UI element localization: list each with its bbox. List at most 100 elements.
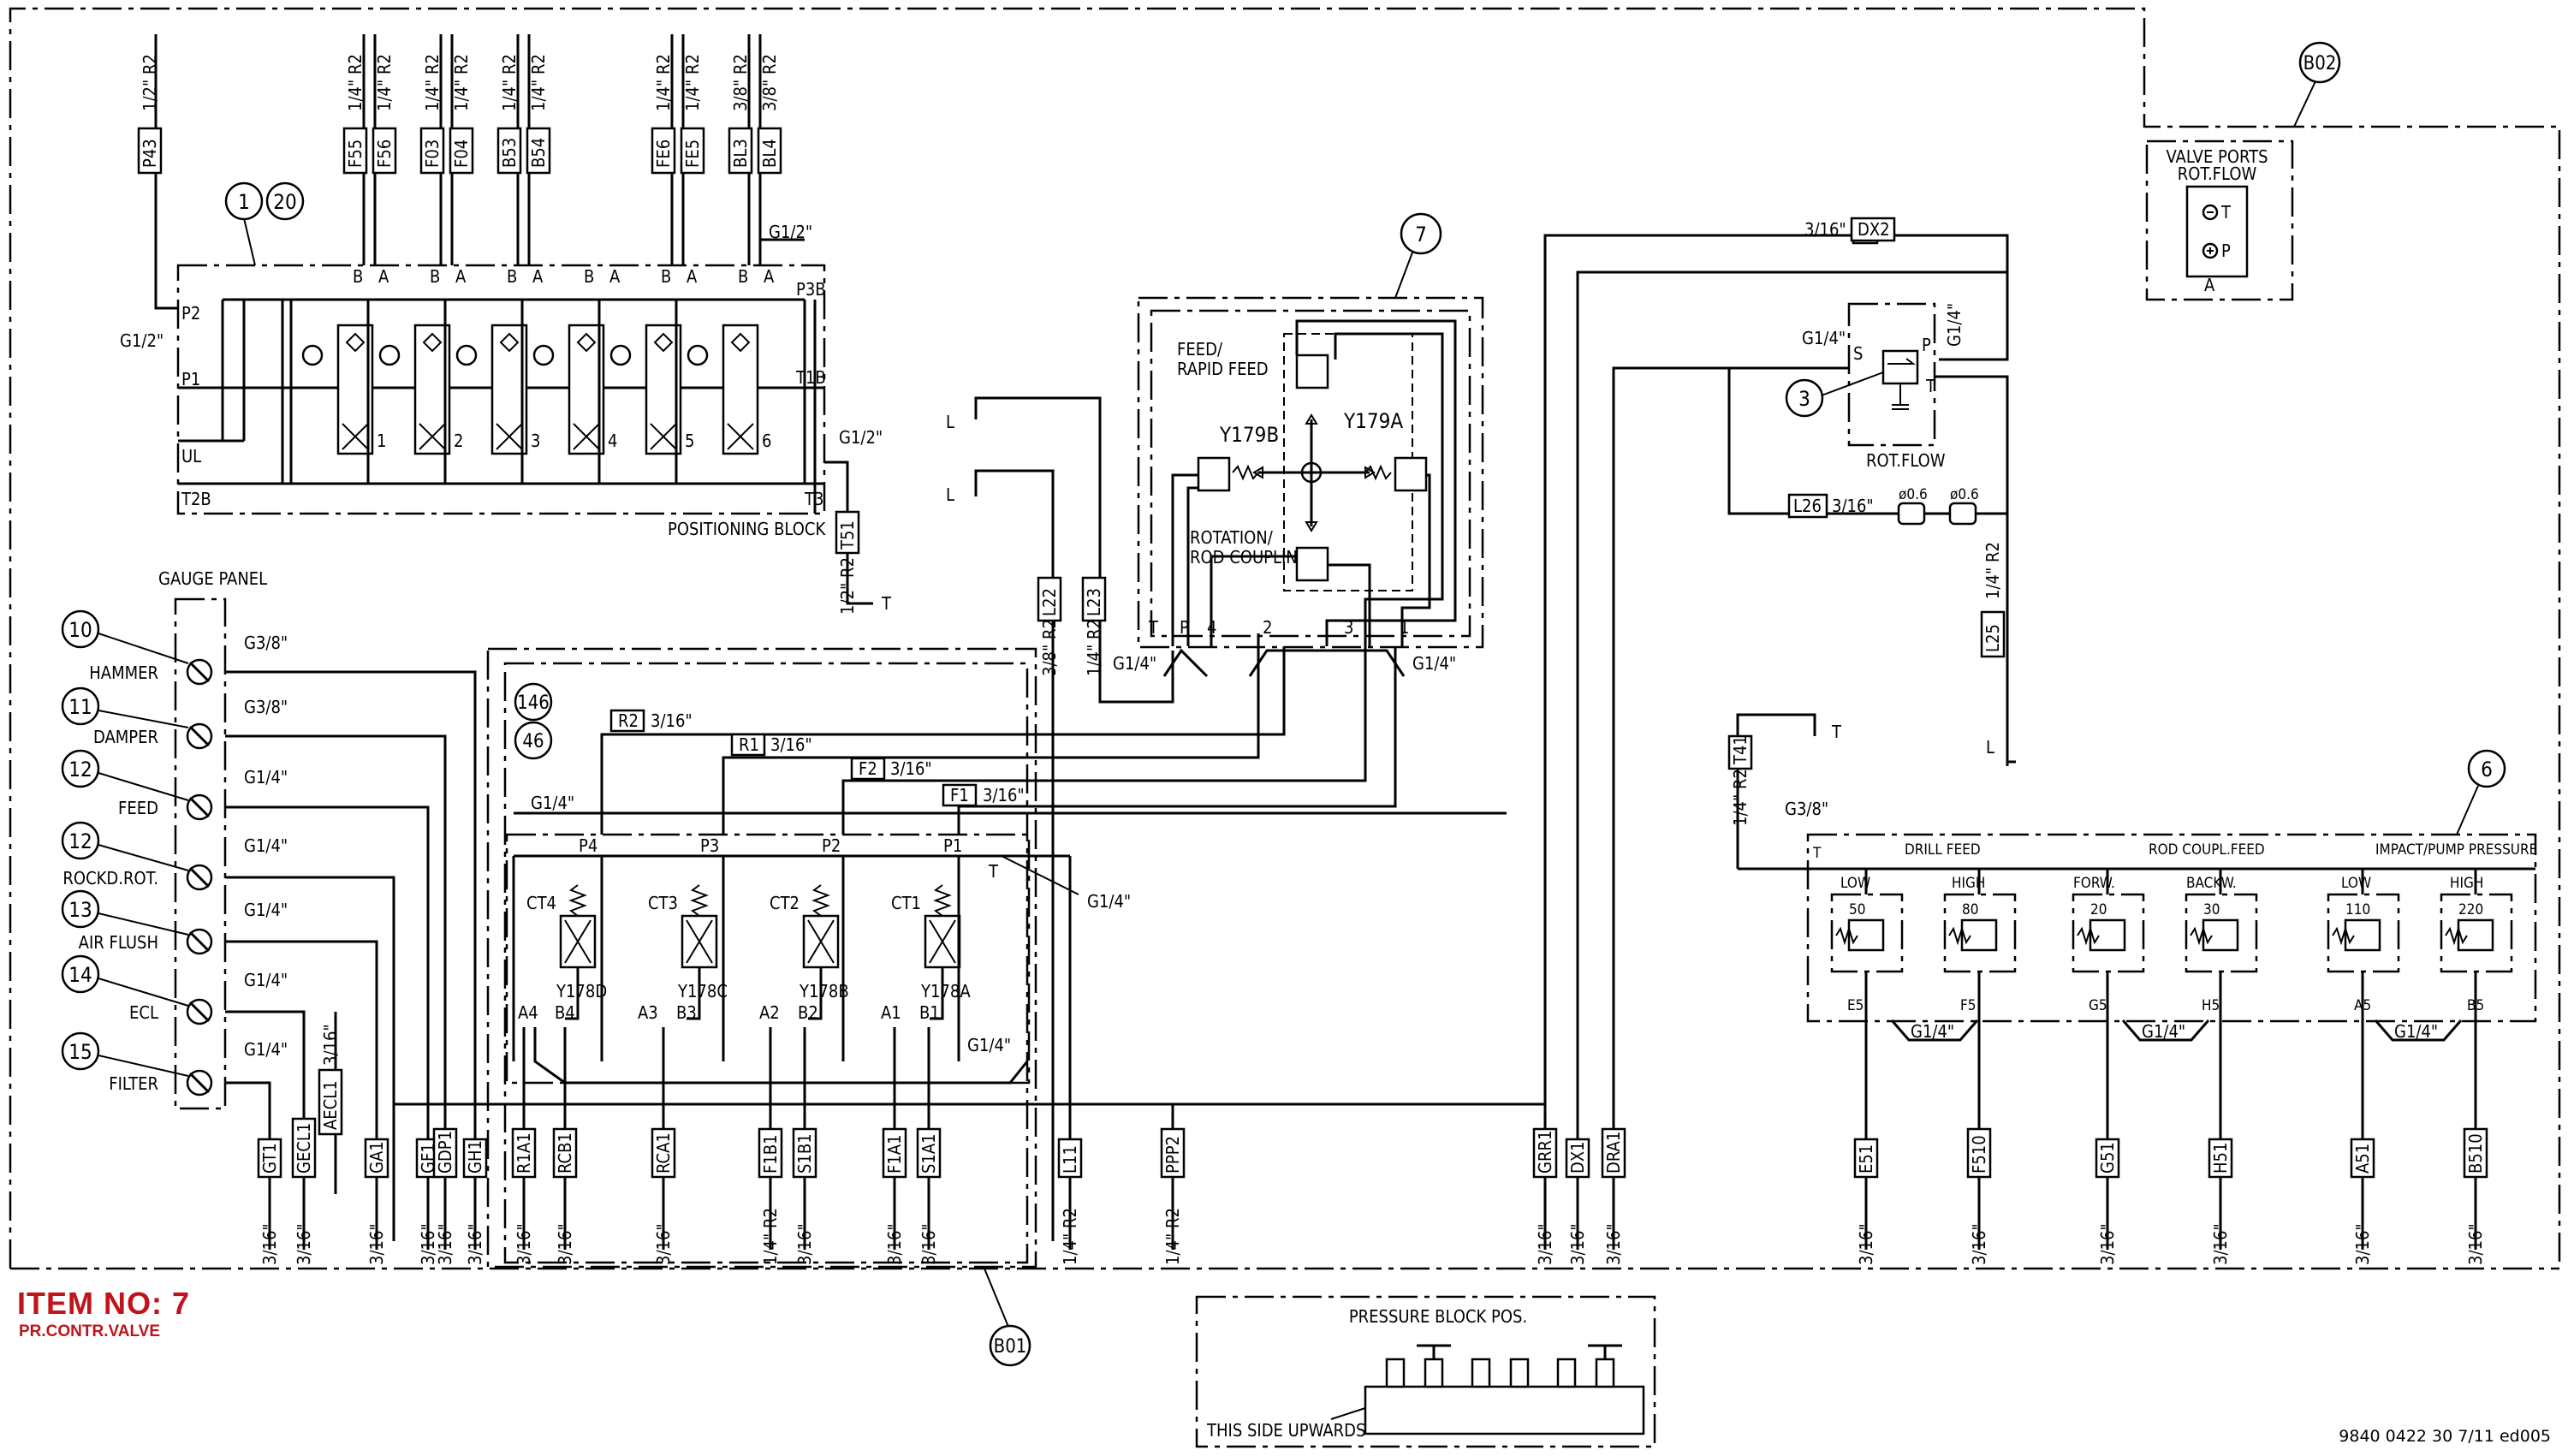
hose-tag-box (462, 1138, 488, 1179)
fitting-label: G1/2" (839, 427, 883, 448)
port: P (1180, 617, 1189, 638)
balloon-label: 14 (68, 963, 92, 987)
hose-tag-box (792, 1127, 817, 1179)
orifice: ø0.6 (1950, 486, 1979, 503)
setting: 50 (1849, 901, 1865, 918)
ab-label: A (532, 266, 544, 287)
fitting-label: G1/4" (1911, 1021, 1954, 1042)
fitting-label: G1/2" (120, 330, 163, 351)
inlet-tag: T41 (1730, 735, 1751, 765)
balloon-label: 146 (517, 692, 550, 714)
hose-tag-box (916, 1127, 942, 1179)
hose-tag: DX1 (1567, 1141, 1588, 1174)
hose-size: 1/4" R2 (760, 1208, 781, 1265)
ab-label: A (455, 266, 467, 287)
port-tag: F56 (374, 140, 395, 168)
hose-tag: GA1 (366, 1141, 387, 1174)
gauge-label: ECL (129, 1002, 158, 1023)
port: 4 (1207, 617, 1216, 638)
cartridge-label: CT2 (770, 893, 800, 913)
port-size: 1/4" R2 (345, 54, 366, 111)
mode: HIGH (2450, 875, 2483, 892)
hose-tag: PPP2 (1162, 1136, 1183, 1174)
rot-flow-title: ROT.FLOW (1866, 450, 1946, 471)
ab-label: B (584, 266, 594, 287)
l-letter: L (946, 412, 954, 432)
hose-tag: B510 (2465, 1133, 2486, 1174)
label-rot: ROTATION/ (1190, 527, 1274, 548)
hose-tag-box (364, 1138, 389, 1179)
l-tag: L23 (1084, 588, 1104, 616)
port: F5 (1960, 997, 1977, 1014)
hose-size: 3/16" (555, 1223, 575, 1265)
port-bottom: B2 (798, 1002, 818, 1023)
hose-tag: G51 (2097, 1142, 2118, 1174)
label-feed2: RAPID FEED (1177, 359, 1269, 379)
port: G5 (2089, 997, 2107, 1014)
positioning-block: P43 1/2" R2 F55 1/4" R2 F56 1/4" R2 F03 … (120, 34, 892, 615)
balloon-label: 13 (68, 898, 92, 922)
mode: FORW. (2073, 875, 2115, 892)
hose-tag: A51 (2352, 1144, 2373, 1174)
line-tag: R2 (618, 710, 639, 731)
hose-tag: RCB1 (555, 1132, 575, 1174)
hose-tag-box (2463, 1127, 2488, 1179)
group-label: ROD COUPL.FEED (2149, 841, 2265, 859)
gauge-rockd-rot: ROCKD.ROT. G1/4" 12 (61, 821, 288, 891)
balloon-label: 15 (68, 1040, 92, 1064)
port-size: 1/4" R2 (499, 54, 520, 111)
hose-tag: DRA1 (1603, 1132, 1624, 1174)
fitting-label: G1/4" (967, 1035, 1011, 1055)
port-bottom: A4 (518, 1002, 538, 1023)
port: T (1925, 376, 1936, 396)
top-port-tags: P43 1/2" R2 F55 1/4" R2 F56 1/4" R2 F03 … (137, 54, 782, 175)
line-size: 3/16" (770, 734, 812, 755)
fitting: G1/4" (1802, 328, 1846, 348)
port-tag: BL3 (730, 139, 751, 168)
hose-tag: RCA1 (653, 1132, 674, 1174)
cartridge-valves (559, 856, 961, 1061)
port-size: 1/2" R2 (140, 54, 160, 111)
pressure-block-pos: PRESSURE BLOCK POS. THIS SIDE UPWARDS (1195, 1295, 1656, 1448)
hose-tag-box (291, 1117, 317, 1179)
hose-tag: GDP1 (435, 1131, 455, 1174)
valve-ports-subtitle: ROT.FLOW (2178, 163, 2257, 184)
hose-tag-box (2095, 1138, 2120, 1179)
gauge-damper: DAMPER G3/8" 11 (61, 686, 288, 750)
balloon-1-20: 1 20 (224, 181, 305, 266)
port-bottom: B1 (919, 1002, 940, 1023)
relief-valve: LOW 50 E5 (1830, 869, 1904, 1014)
gauge-port: G1/4" (244, 970, 288, 990)
hose-size: 3/16" (2210, 1223, 2231, 1265)
setting: 80 (1962, 901, 1978, 918)
l-size: 1/4" R2 (1084, 619, 1104, 676)
gauge-air-flush: AIR FLUSH G1/4" 13 (61, 889, 288, 955)
port-bottom: A1 (881, 1002, 901, 1023)
line-tag: R1 (739, 734, 759, 755)
hose-size: 3/16" (1567, 1223, 1588, 1265)
gauge-panel-title: GAUGE PANEL (158, 568, 267, 589)
setting: 110 (2345, 901, 2370, 918)
gauge-label: FILTER (109, 1073, 158, 1094)
hose-tag-box (2208, 1138, 2233, 1179)
fitting-label: G1/4" (2394, 1021, 2438, 1042)
port-size: 1/4" R2 (653, 54, 674, 111)
fitting-label: G1/2" (769, 222, 812, 242)
port-tag: BL4 (759, 139, 780, 168)
hose-size: 3/16" (653, 1223, 674, 1265)
port-bottom: B3 (676, 1002, 697, 1023)
section-number: 3 (531, 431, 540, 451)
ab-label: B (661, 266, 671, 287)
hose-size: 3/16" (1603, 1223, 1624, 1265)
group-label: DRILL FEED (1905, 841, 1981, 859)
balloon-label: 20 (273, 190, 296, 214)
l-tag: L22 (1039, 588, 1060, 616)
hose-tag-box (257, 1138, 282, 1179)
port-size: 1/4" R2 (374, 54, 395, 111)
line-size: 3/16" (983, 785, 1025, 805)
hose-size: 1/4" R2 (1060, 1208, 1080, 1265)
line-tag: F2 (859, 758, 877, 779)
port: H5 (2202, 997, 2220, 1014)
l26-tag: L26 (1793, 496, 1822, 516)
